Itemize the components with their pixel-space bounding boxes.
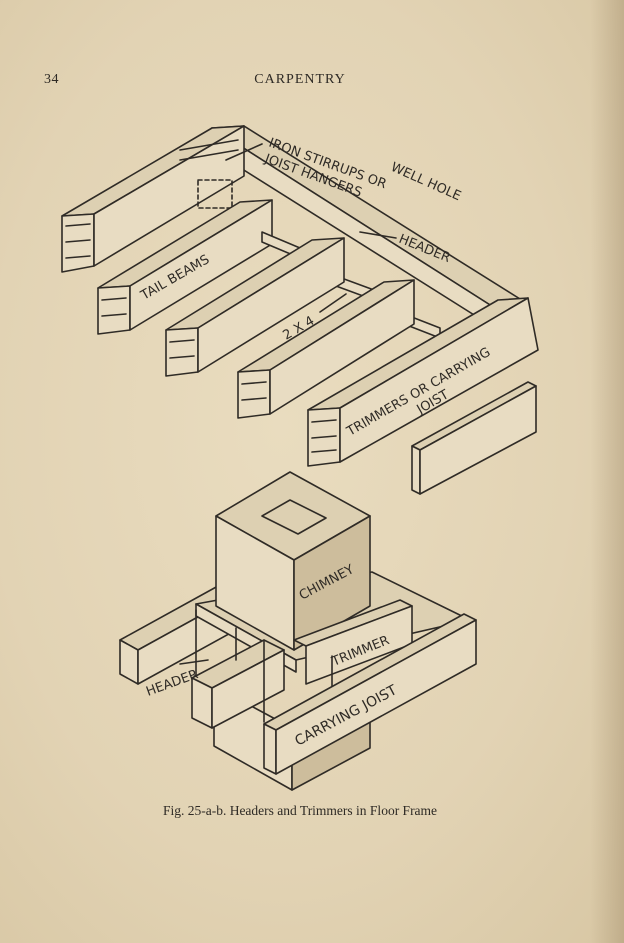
label-well-hole: WELL HOLE <box>388 160 463 204</box>
front-trimmer-beam <box>307 297 539 467</box>
loose-trimmer-piece <box>411 381 537 495</box>
tail-beam-1 <box>97 199 273 335</box>
figure-caption: Fig. 25-a-b. Headers and Trimmers in Flo… <box>162 803 438 818</box>
tail-beam-3 <box>237 279 415 419</box>
leader-header <box>359 231 397 239</box>
figure-a-well-hole: IRON STIRRUPS OR JOIST HANGERS WELL HOLE… <box>61 125 539 495</box>
leader-iron-stirrups <box>225 143 263 161</box>
running-head: CARPENTRY <box>254 72 346 87</box>
page-number: 34 <box>44 72 59 87</box>
joist-hanger-detail <box>179 139 239 209</box>
chimney-block <box>215 471 371 651</box>
framing-lines <box>195 609 333 723</box>
leader-2x4 <box>319 293 347 313</box>
figure-b-chimney: CHIMNEY TRIMMER HEADER CARRYING JOIST <box>119 471 477 791</box>
tail-beam-2 <box>165 237 345 377</box>
spine-shadow <box>590 0 624 943</box>
leader-header-b <box>179 659 209 665</box>
back-trimmer-beam <box>61 125 245 273</box>
front-header-beam <box>191 639 285 729</box>
carrying-joist-b <box>263 613 477 775</box>
